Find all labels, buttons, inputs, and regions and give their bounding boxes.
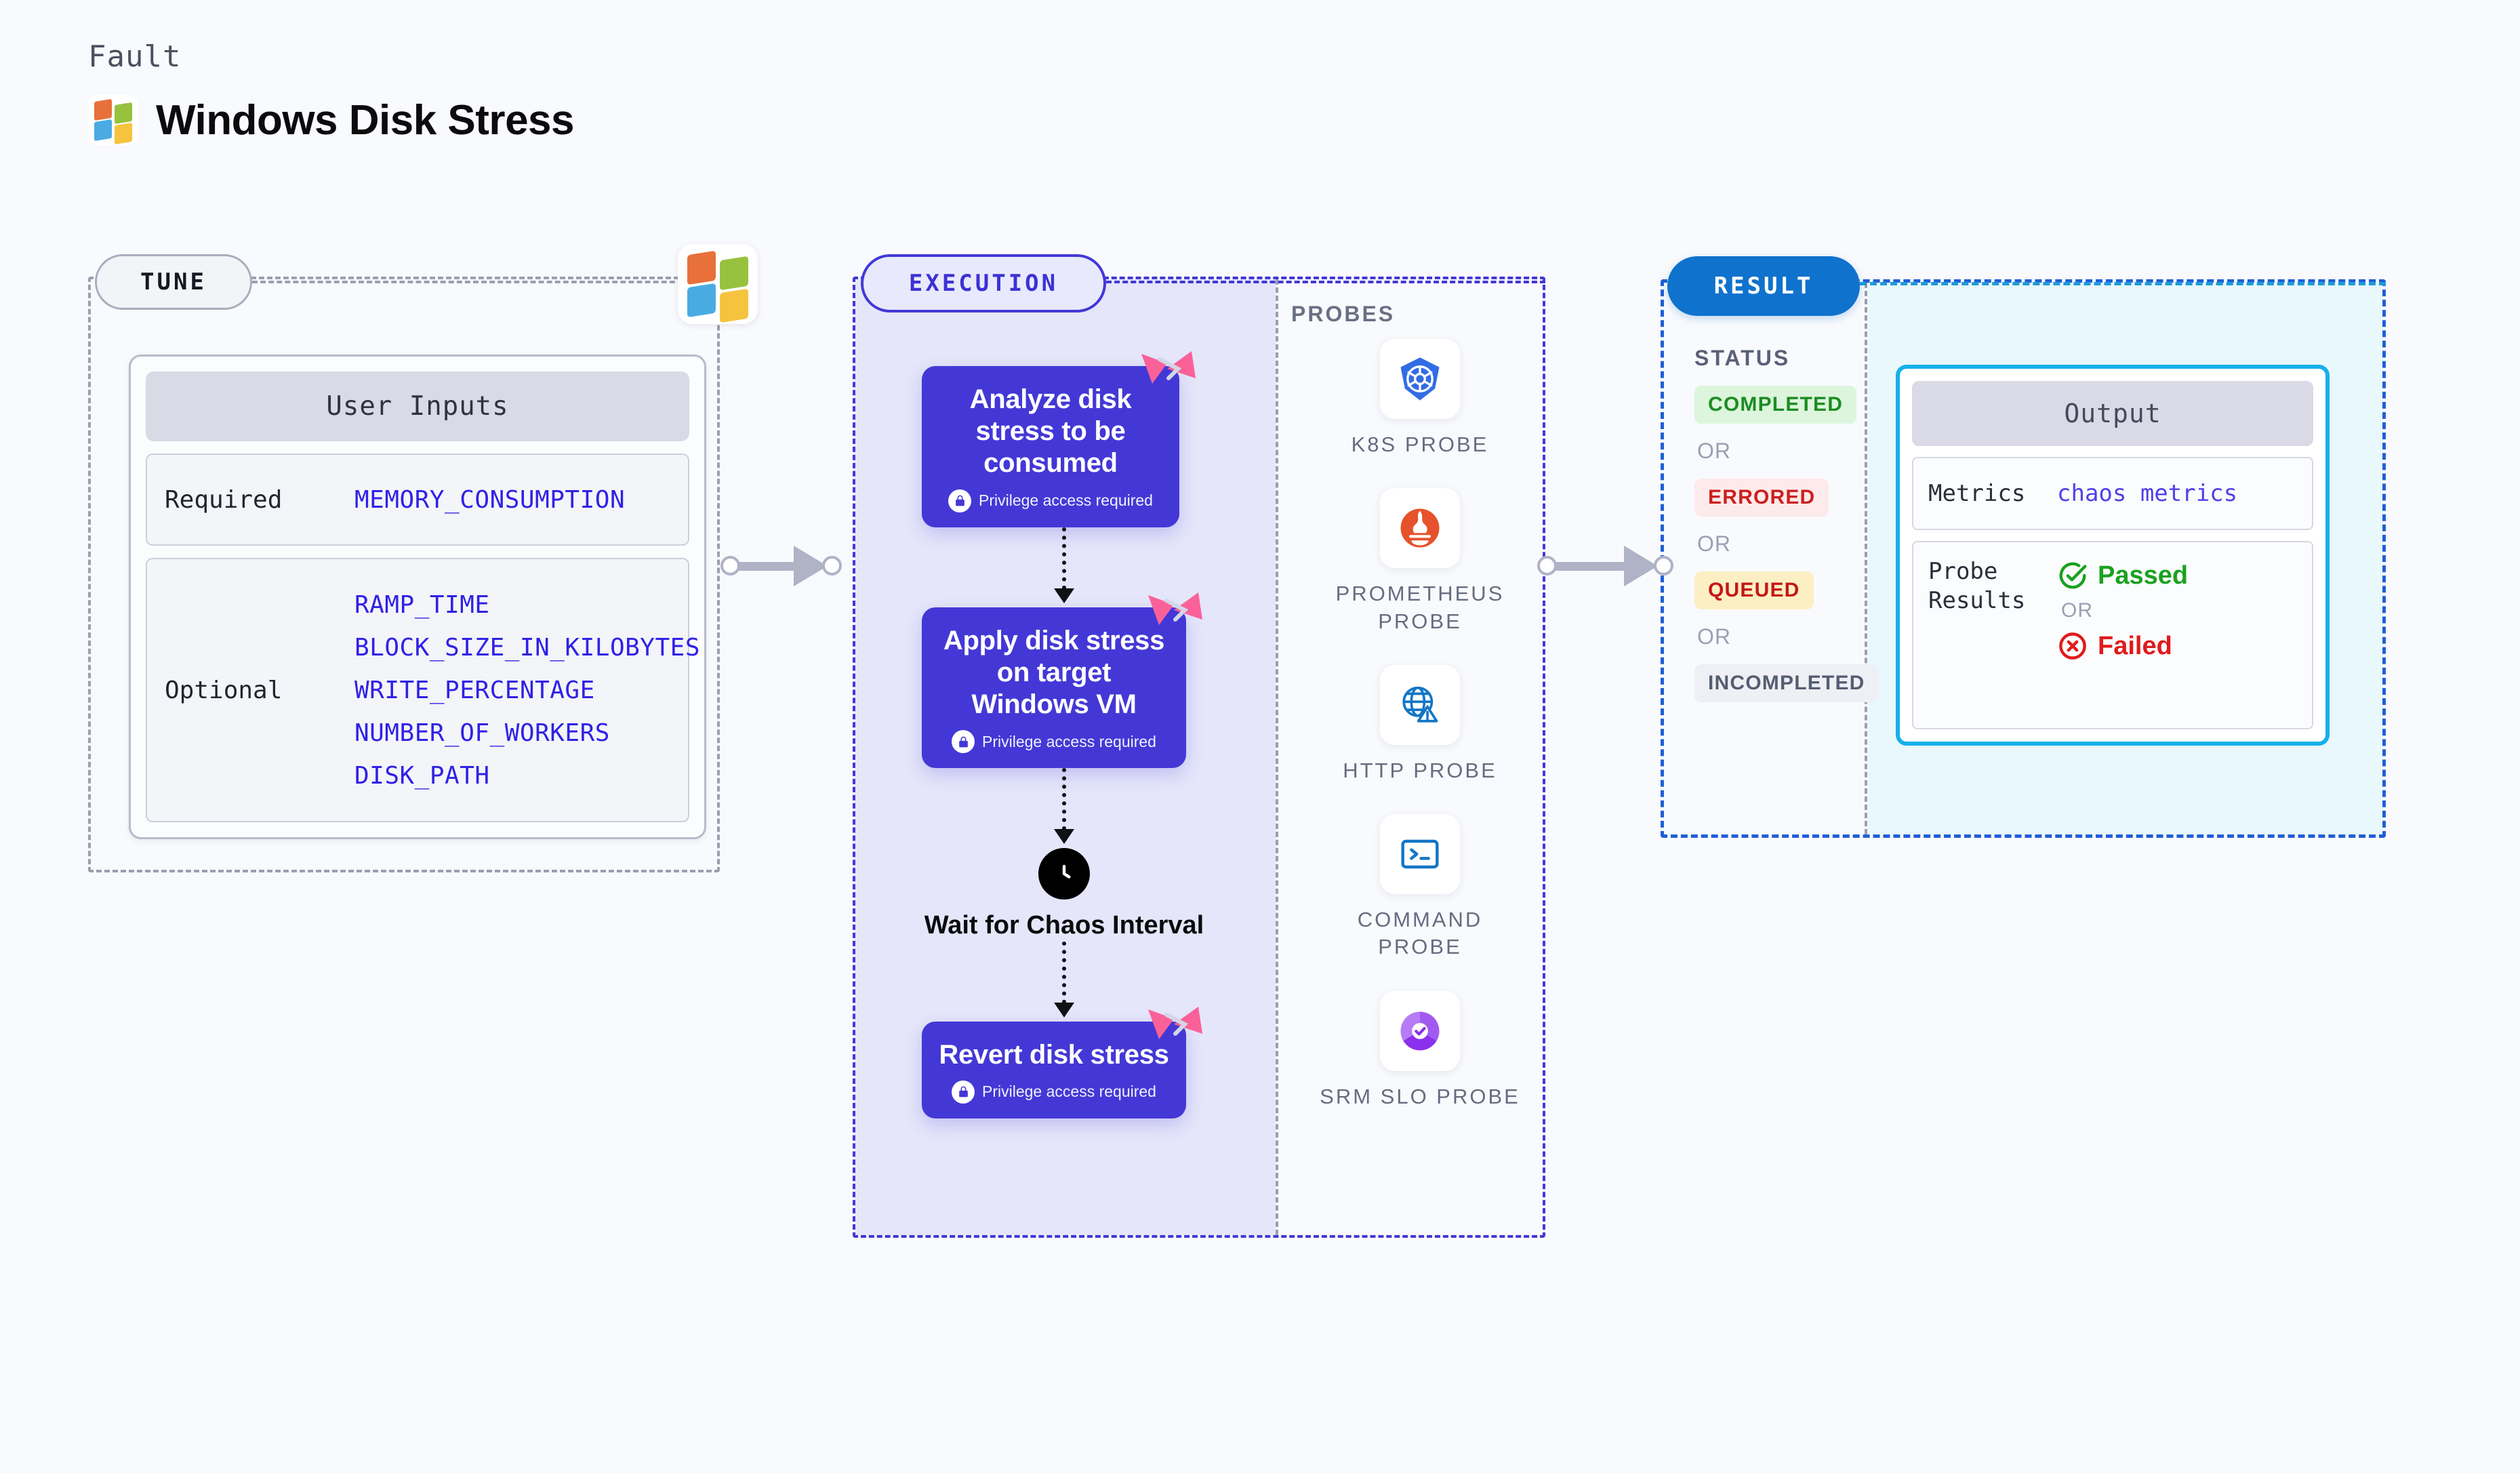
- wait-node-label: Wait for Chaos Interval: [924, 911, 1204, 940]
- tune-region-top-dash: [252, 281, 699, 283]
- step-title: Revert disk stress: [939, 1039, 1169, 1070]
- optional-params-list: RAMP_TIME BLOCK_SIZE_IN_KILOBYTES WRITE_…: [354, 591, 700, 790]
- execution-region: [853, 277, 1545, 1238]
- privilege-note: Privilege access required: [937, 489, 1164, 512]
- probe-name: COMMAND PROBE: [1357, 908, 1483, 959]
- privilege-note-text: Privilege access required: [982, 1083, 1156, 1101]
- or-separator: OR: [1697, 439, 1731, 463]
- probe-item-srm-slo[interactable]: SRM SLO PROBE: [1320, 990, 1520, 1110]
- param-block-size-in-kilobytes[interactable]: BLOCK_SIZE_IN_KILOBYTES: [354, 633, 700, 662]
- stage-pill-result[interactable]: RESULT: [1667, 256, 1860, 316]
- output-probe-results-row: Probe Results Passed OR Failed: [1912, 541, 2313, 729]
- probe-item-http[interactable]: HTTP PROBE: [1343, 664, 1497, 784]
- lock-icon: [952, 1080, 975, 1104]
- metrics-value[interactable]: chaos metrics: [2057, 480, 2238, 507]
- wait-for-chaos-interval-node: Wait for Chaos Interval: [922, 848, 1206, 942]
- execution-region-top-dash: [1106, 281, 1545, 283]
- step-card-analyze[interactable]: Analyze disk stress to be consumed Privi…: [922, 351, 1196, 527]
- step-card-revert[interactable]: Revert disk stress Privilege access requ…: [922, 1006, 1202, 1118]
- param-disk-path[interactable]: DISK_PATH: [354, 761, 490, 790]
- required-label: Required: [165, 485, 283, 514]
- step-title: Apply disk stress on target Windows VM: [943, 625, 1165, 719]
- privilege-note: Privilege access required: [937, 1080, 1171, 1104]
- privilege-note-text: Privilege access required: [982, 732, 1156, 750]
- windows-logo-icon-badge: [678, 244, 758, 324]
- param-number-of-workers[interactable]: NUMBER_OF_WORKERS: [354, 719, 610, 747]
- verdict-failed: Failed: [2057, 630, 2188, 662]
- harness-ribbon-icon: [1141, 351, 1196, 384]
- param-ramp-time[interactable]: RAMP_TIME: [354, 590, 490, 619]
- output-header: Output: [1912, 381, 2313, 446]
- param-memory-consumption[interactable]: MEMORY_CONSUMPTION: [354, 485, 626, 514]
- or-separator: OR: [1697, 531, 1731, 556]
- passed-label: Passed: [2098, 561, 2189, 590]
- or-separator: OR: [1697, 624, 1731, 649]
- optional-label: Optional: [165, 676, 283, 704]
- terminal-icon: [1380, 814, 1460, 895]
- probe-name: K8S PROBE: [1351, 432, 1489, 456]
- privilege-note: Privilege access required: [937, 730, 1171, 754]
- harness-ribbon-icon: [1148, 592, 1202, 625]
- status-column: STATUS COMPLETED OR ERRORED OR QUEUED OR…: [1694, 346, 1879, 702]
- probes-section-label: PROBES: [1291, 302, 1396, 326]
- param-write-percentage[interactable]: WRITE_PERCENTAGE: [354, 676, 595, 704]
- output-card: Output Metrics chaos metrics Probe Resul…: [1896, 365, 2330, 746]
- status-badge-completed: COMPLETED: [1694, 386, 1857, 424]
- step-card-apply[interactable]: Apply disk stress on target Windows VM P…: [922, 592, 1202, 769]
- page-title: Windows Disk Stress: [156, 96, 575, 144]
- metrics-label: Metrics: [1928, 479, 2026, 507]
- flow-arrow-1: [922, 527, 1206, 607]
- srm-slo-icon: [1380, 990, 1460, 1071]
- verdict-passed: Passed: [2057, 560, 2188, 591]
- prometheus-icon: [1380, 488, 1460, 569]
- execution-probes-divider: [1276, 279, 1278, 1235]
- connector-execution-to-result: [1537, 546, 1693, 586]
- probe-results-values: Passed OR Failed: [2057, 557, 2188, 662]
- failed-label: Failed: [2098, 631, 2172, 660]
- flow-arrow-2: [922, 768, 1206, 848]
- required-inputs-row: Required MEMORY_CONSUMPTION: [146, 453, 689, 546]
- globe-warning-icon: [1380, 664, 1460, 745]
- probe-name: PROMETHEUS PROBE: [1335, 582, 1505, 633]
- probe-name: HTTP PROBE: [1343, 758, 1497, 782]
- harness-ribbon-icon: [1148, 1006, 1202, 1039]
- output-metrics-row: Metrics chaos metrics: [1912, 457, 2313, 530]
- windows-logo-icon: [88, 95, 138, 145]
- probe-item-prometheus[interactable]: PROMETHEUS PROBE: [1318, 488, 1522, 635]
- status-badge-incompleted: INCOMPLETED: [1694, 664, 1879, 702]
- probe-item-k8s[interactable]: K8S PROBE: [1352, 339, 1489, 458]
- stage-pill-tune[interactable]: TUNE: [95, 254, 252, 310]
- tune-region: [88, 277, 720, 872]
- kubernetes-icon: [1380, 339, 1460, 419]
- x-circle-icon: [2059, 632, 2086, 660]
- or-separator: OR: [2061, 599, 2093, 622]
- check-circle-icon: [2059, 562, 2087, 589]
- status-badge-errored: ERRORED: [1694, 479, 1829, 517]
- probe-item-command[interactable]: COMMAND PROBE: [1318, 814, 1522, 961]
- probe-results-label: Probe Results: [1928, 558, 2026, 614]
- lock-icon: [948, 489, 972, 512]
- privilege-note-text: Privilege access required: [979, 491, 1153, 510]
- flow-arrow-3: [922, 941, 1206, 1022]
- fault-label: Fault: [88, 39, 182, 74]
- optional-inputs-row: Optional RAMP_TIME BLOCK_SIZE_IN_KILOBYT…: [146, 558, 700, 822]
- result-status-divider: [1865, 283, 1867, 834]
- stage-pill-execution[interactable]: EXECUTION: [861, 254, 1106, 312]
- result-region-top-dash: [1860, 282, 2386, 285]
- user-inputs-header: User Inputs: [146, 371, 689, 441]
- connector-tune-to-execution: [720, 546, 856, 586]
- probes-list: K8S PROBE PROMETHEUS PROBE: [1308, 339, 1532, 1110]
- step-title: Analyze disk stress to be consumed: [969, 384, 1132, 479]
- lock-icon: [952, 730, 975, 754]
- status-section-label: STATUS: [1694, 346, 1791, 370]
- probe-name: SRM SLO PROBE: [1320, 1084, 1520, 1108]
- required-params-list: MEMORY_CONSUMPTION: [354, 486, 625, 514]
- execution-flow: Analyze disk stress to be consumed Privi…: [922, 351, 1206, 1118]
- user-inputs-card: User Inputs Required MEMORY_CONSUMPTION …: [129, 355, 706, 839]
- clock-icon: [1038, 848, 1090, 900]
- status-badge-queued: QUEUED: [1694, 571, 1814, 609]
- fault-title-row: Windows Disk Stress: [88, 95, 575, 145]
